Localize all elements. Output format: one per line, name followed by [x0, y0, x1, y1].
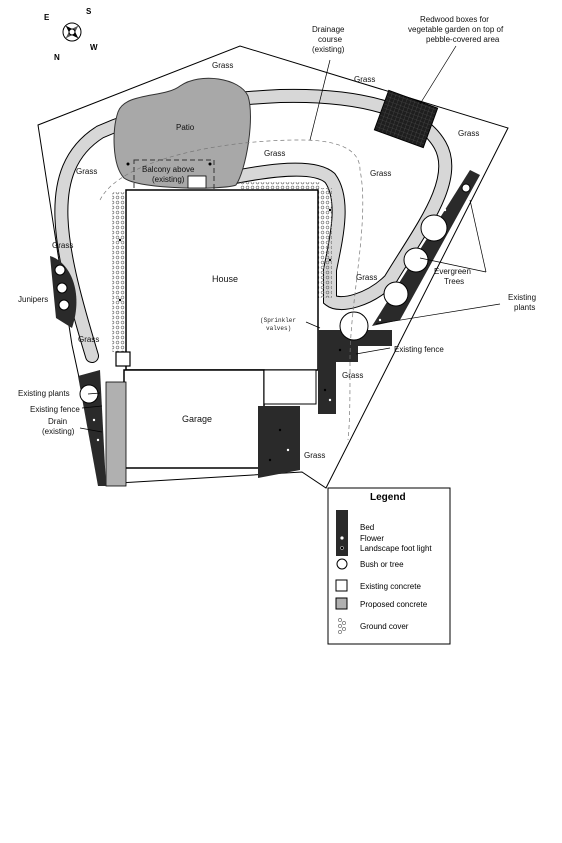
balcony-outline — [133, 159, 215, 191]
redwood-boxes — [373, 89, 439, 149]
compass-n: N — [54, 53, 60, 62]
balcony-door — [187, 175, 207, 189]
legend: Legend Bed Flower Landscape foot light B… — [327, 487, 451, 645]
drainage-course — [99, 139, 364, 441]
label-grass: Grass — [356, 273, 377, 282]
bed-garage-front — [258, 406, 300, 478]
bush — [420, 214, 448, 242]
label-drainage-1: Drainage — [312, 25, 345, 34]
label-redwood-1: Redwood boxes for — [420, 15, 489, 24]
label-grass: Grass — [212, 61, 233, 70]
bush — [54, 264, 66, 276]
bush — [58, 299, 70, 311]
ground-cover-right — [318, 188, 332, 298]
compass-w: W — [90, 43, 98, 52]
bush — [339, 311, 369, 341]
label-existing-plants-right-2: plants — [514, 303, 535, 312]
ground-cover-left — [112, 192, 126, 352]
label-balcony-2: (existing) — [152, 175, 185, 184]
label-junipers: Junipers — [18, 295, 48, 304]
label-garage: Garage — [182, 414, 212, 424]
label-house: House — [212, 274, 238, 284]
walking-path-fill — [55, 89, 452, 362]
label-existing-plants-left: Existing plants — [18, 389, 70, 398]
label-grass: Grass — [52, 241, 73, 250]
legend-label-proposed-concrete: Proposed concrete — [360, 600, 428, 609]
legend-label-existing-concrete: Existing concrete — [360, 582, 421, 591]
compass-s: S — [86, 7, 92, 16]
legend-swatch-flower — [340, 536, 344, 540]
label-drainage-2: course — [318, 35, 343, 44]
legend-swatch-bush — [336, 558, 348, 570]
compass — [62, 22, 82, 42]
legend-label-bush: Bush or tree — [360, 560, 404, 569]
flowers — [92, 208, 447, 452]
label-redwood-3: pebble-covered area — [426, 35, 500, 44]
label-existing-fence-left: Existing fence — [30, 405, 80, 414]
legend-swatch-proposed-concrete — [335, 597, 348, 610]
legend-label-light: Landscape foot light — [360, 544, 432, 553]
leader-lines — [79, 45, 501, 433]
patio — [113, 77, 251, 189]
bush — [461, 183, 471, 193]
label-sprinkler-2: valves) — [266, 325, 291, 332]
label-grass: Grass — [354, 75, 375, 84]
garage — [123, 369, 265, 469]
legend-title: Legend — [370, 492, 406, 503]
label-grass: Grass — [264, 149, 285, 158]
existing-concrete-box — [115, 351, 131, 367]
legend-label-flower: Flower — [360, 534, 384, 543]
label-patio: Patio — [176, 123, 195, 132]
label-grass: Grass — [304, 451, 325, 460]
legend-label-ground-cover: Ground cover — [360, 622, 409, 631]
house — [125, 189, 319, 371]
legend-swatch-ground-cover — [338, 618, 346, 634]
bush — [56, 282, 68, 294]
label-grass: Grass — [76, 167, 97, 176]
legend-swatch-light — [340, 546, 344, 550]
bed-right-fence — [318, 330, 392, 414]
label-redwood-2: vegetable garden on top of — [408, 25, 504, 34]
label-drain-2: (existing) — [42, 427, 75, 436]
bush — [383, 281, 409, 307]
label-sprinkler-1: (Sprinkler — [260, 317, 296, 324]
label-grass: Grass — [458, 129, 479, 138]
label-balcony-1: Balcony above — [142, 165, 195, 174]
garage-side-concrete — [263, 369, 317, 405]
label-drain-1: Drain — [48, 417, 67, 426]
legend-swatch-bed — [336, 510, 348, 556]
label-grass: Grass — [342, 371, 363, 380]
label-existing-fence: Existing fence — [394, 345, 444, 354]
proposed-concrete-left — [105, 381, 127, 487]
label-grass: Grass — [78, 335, 99, 344]
foot-lights — [118, 162, 342, 462]
label-evergreen-2: Trees — [444, 277, 464, 286]
compass-e: E — [44, 13, 50, 22]
label-existing-plants-right-1: Existing — [508, 293, 536, 302]
label-drainage-3: (existing) — [312, 45, 345, 54]
legend-swatch-existing-concrete — [335, 579, 348, 592]
ground-cover-top — [240, 182, 320, 192]
legend-label-bed: Bed — [360, 523, 374, 532]
label-grass: Grass — [370, 169, 391, 178]
label-evergreen-1: Evergreen — [434, 267, 471, 276]
bush — [403, 247, 429, 273]
